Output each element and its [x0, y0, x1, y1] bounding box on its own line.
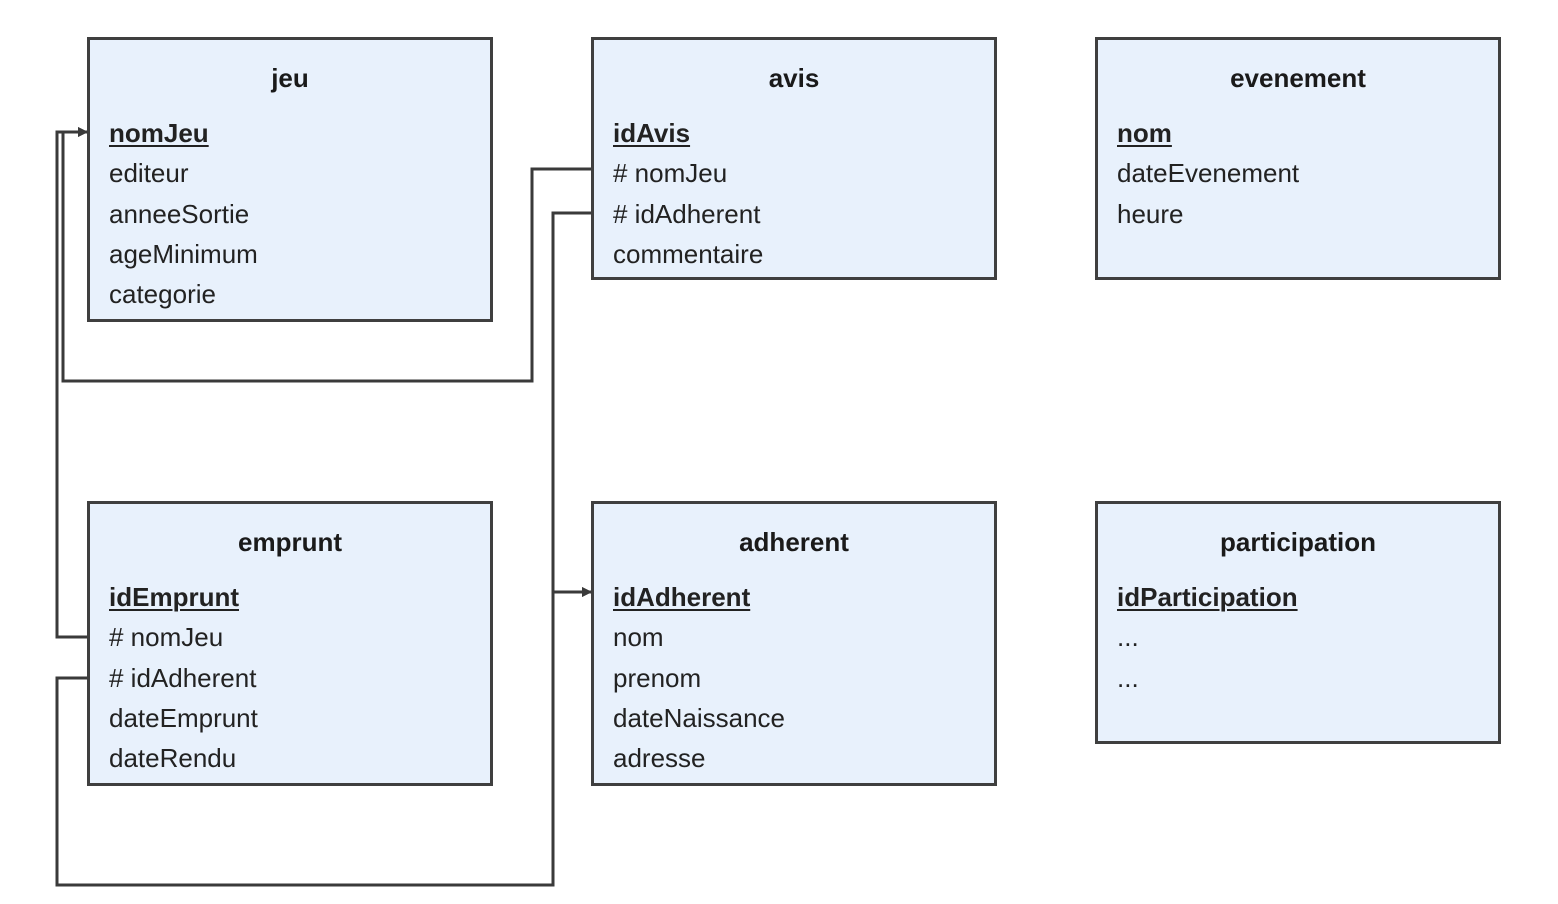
table-title: evenement	[1230, 63, 1366, 93]
table-avis: avis idAvis # nomJeu # idAdherent commen…	[591, 37, 997, 280]
field: nom	[613, 622, 664, 653]
foreign-key-field: # idAdherent	[109, 662, 257, 693]
table-evenement: evenement nom dateEvenement heure	[1095, 37, 1501, 280]
primary-key-field: idAvis	[613, 118, 691, 148]
primary-key-field: idParticipation	[1117, 582, 1298, 612]
field-list: nomJeu editeur anneeSortie ageMinimum ca…	[109, 113, 258, 314]
primary-key-field: nomJeu	[109, 118, 209, 148]
field: anneeSortie	[109, 198, 250, 229]
field: categorie	[109, 279, 216, 310]
table-title: avis	[768, 63, 820, 93]
field: dateRendu	[109, 743, 237, 774]
foreign-key-field: # nomJeu	[613, 158, 728, 189]
table-adherent: adherent idAdherent nom prenom dateNaiss…	[591, 501, 997, 786]
field: ...	[1117, 662, 1139, 693]
field: dateEvenement	[1117, 158, 1300, 189]
field: adresse	[613, 743, 706, 774]
field: heure	[1117, 198, 1184, 229]
primary-key-field: idEmprunt	[109, 582, 239, 612]
field-list: idAdherent nom prenom dateNaissance adre…	[613, 577, 785, 778]
foreign-key-field: # idAdherent	[613, 198, 761, 229]
table-participation: participation idParticipation ... ...	[1095, 501, 1501, 744]
field: ...	[1117, 622, 1139, 653]
connector-avis-idadherent-to-adherent	[551, 211, 592, 597]
field: ageMinimum	[109, 238, 258, 269]
field: dateNaissance	[613, 702, 785, 733]
connector-emprunt-nomjeu-to-jeu	[55, 127, 88, 639]
table-title: adherent	[739, 527, 849, 557]
field-list: idParticipation ... ...	[1117, 577, 1298, 698]
primary-key-field: idAdherent	[613, 582, 751, 612]
field-list: idEmprunt # nomJeu # idAdherent dateEmpr…	[109, 577, 258, 778]
field: dateEmprunt	[109, 702, 258, 733]
table-title: participation	[1219, 527, 1376, 557]
field: commentaire	[613, 238, 764, 269]
field: editeur	[109, 158, 189, 189]
field-list: idAvis # nomJeu # idAdherent commentaire	[613, 113, 763, 274]
field-list: nom dateEvenement heure	[1117, 113, 1299, 234]
table-title: emprunt	[238, 527, 342, 557]
field: prenom	[613, 662, 702, 693]
primary-key-field: nom	[1117, 118, 1172, 148]
table-emprunt: emprunt idEmprunt # nomJeu # idAdherent …	[87, 501, 493, 786]
table-title: jeu	[271, 63, 309, 93]
foreign-key-field: # nomJeu	[109, 622, 224, 653]
table-jeu: jeu nomJeu editeur anneeSortie ageMinimu…	[87, 37, 493, 322]
